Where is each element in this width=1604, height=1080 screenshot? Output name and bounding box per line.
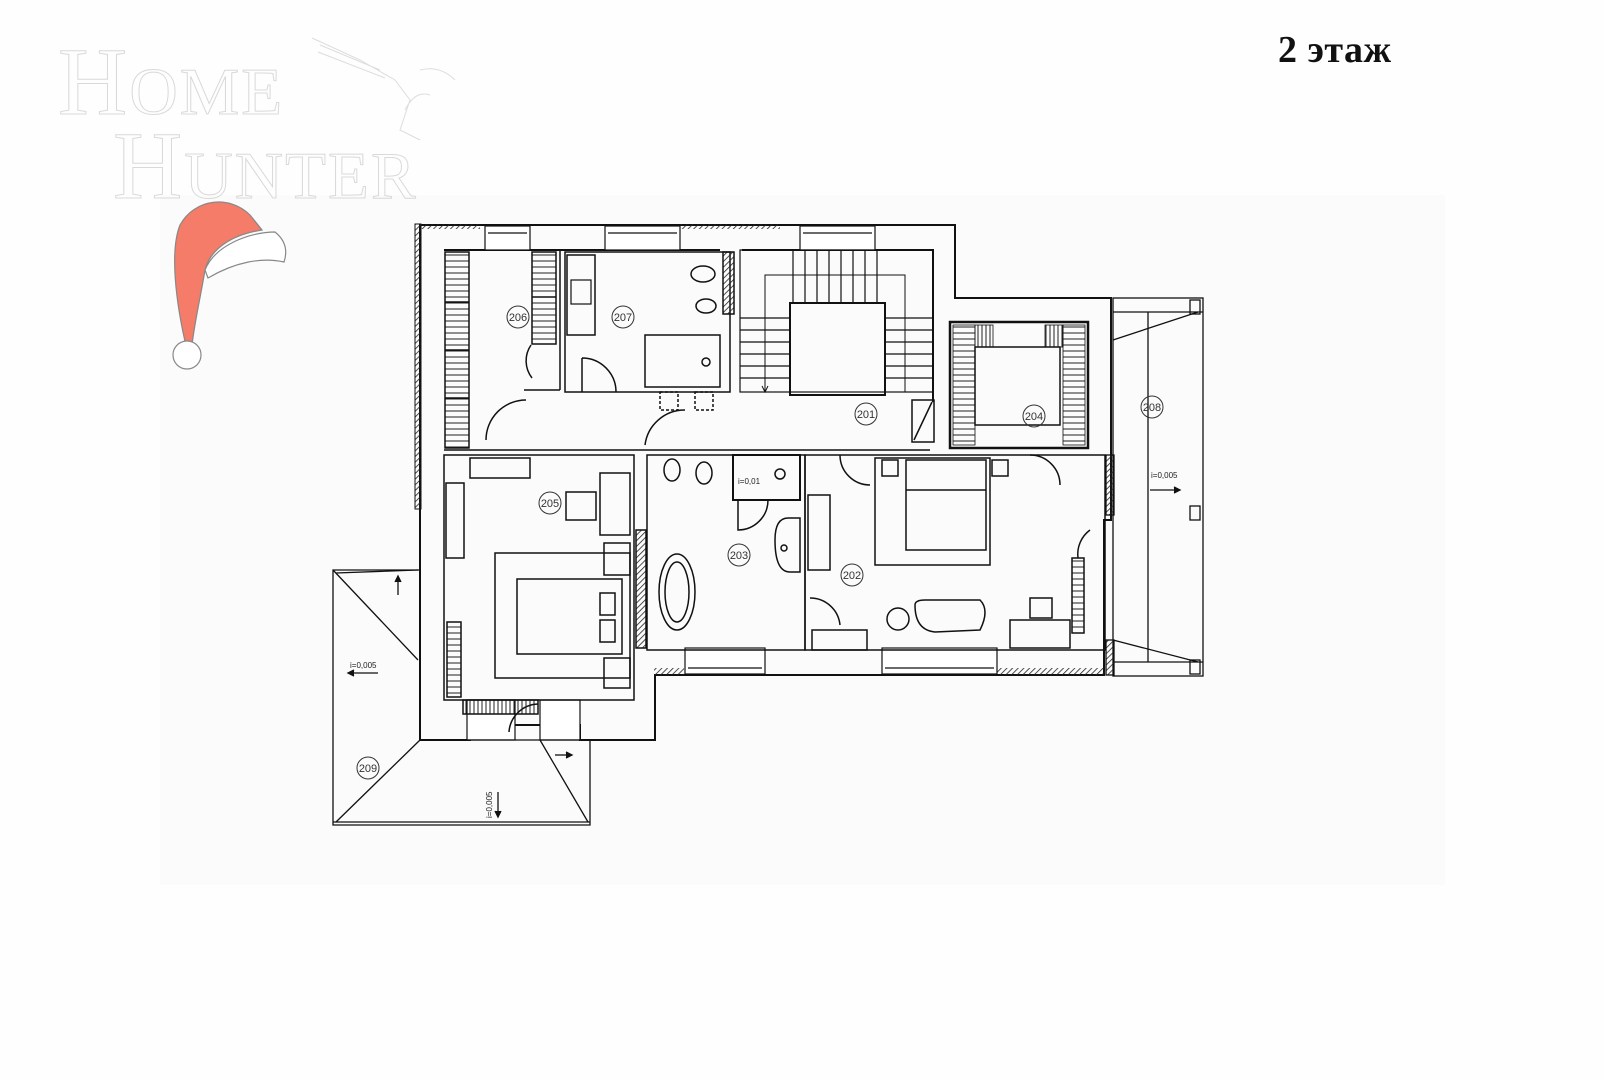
room-203-master-bathroom <box>635 454 806 651</box>
hatched-wall-north <box>420 224 480 229</box>
windows-south <box>466 647 998 741</box>
slope-label-terrace-209-bottom: i=0,005 <box>485 791 494 818</box>
room-208-terrace <box>1105 297 1204 677</box>
home-hunter-watermark: Home Hunter <box>57 33 418 219</box>
svg-text:208: 208 <box>1143 402 1161 414</box>
svg-text:207: 207 <box>614 312 632 324</box>
room-201-hall <box>444 399 935 451</box>
room-209-terrace <box>332 569 591 826</box>
room-label-204: 204 <box>1022 404 1046 428</box>
svg-text:209: 209 <box>359 763 377 775</box>
svg-text:201: 201 <box>857 409 875 421</box>
staircase <box>739 249 934 396</box>
room-label-208: 208 <box>1140 395 1164 419</box>
svg-text:202: 202 <box>843 570 861 582</box>
slope-label-terrace-208: i=0,005 <box>1151 471 1178 480</box>
room-label-202: 202 <box>840 563 864 587</box>
room-label-203: 203 <box>727 543 751 567</box>
room-205-bedroom <box>443 454 635 733</box>
floor-title: 2 этаж <box>1278 29 1392 71</box>
plan-background <box>160 195 1445 885</box>
watermark-line-2: Hunter <box>113 112 418 219</box>
windows-north <box>484 225 876 251</box>
slope-labels: i=0,01 i=0,005 i=0,005 i=0,005 <box>350 471 1178 818</box>
hatched-wall-south-2 <box>995 668 1105 675</box>
room-206-walk-in-closet <box>444 250 561 449</box>
hatched-wall-west <box>414 223 422 510</box>
svg-text:204: 204 <box>1025 411 1043 423</box>
room-207-bathroom <box>564 251 735 411</box>
room-label-205: 205 <box>538 491 562 515</box>
svg-text:205: 205 <box>541 498 559 510</box>
room-202-master-bedroom <box>804 454 1106 651</box>
room-label-209: 209 <box>356 756 380 780</box>
santa-hat-icon <box>172 201 287 370</box>
svg-text:203: 203 <box>730 550 748 562</box>
room-label-207: 207 <box>611 305 635 329</box>
svg-text:206: 206 <box>509 312 527 324</box>
room-label-201: 201 <box>854 402 878 426</box>
slope-label-terrace-209-left: i=0,005 <box>350 661 377 670</box>
room-label-206: 206 <box>506 305 530 329</box>
watermark-line-1: Home <box>57 28 285 135</box>
hatched-wall-north-2 <box>680 224 780 229</box>
eagle-watermark-icon <box>311 37 456 141</box>
hatched-wall-south <box>654 668 684 675</box>
room-204-dressing-room <box>948 320 1090 450</box>
slope-label-shower: i=0,01 <box>738 477 761 486</box>
room-labels: 201 202 203 204 205 206 207 208 209 <box>356 305 1164 780</box>
